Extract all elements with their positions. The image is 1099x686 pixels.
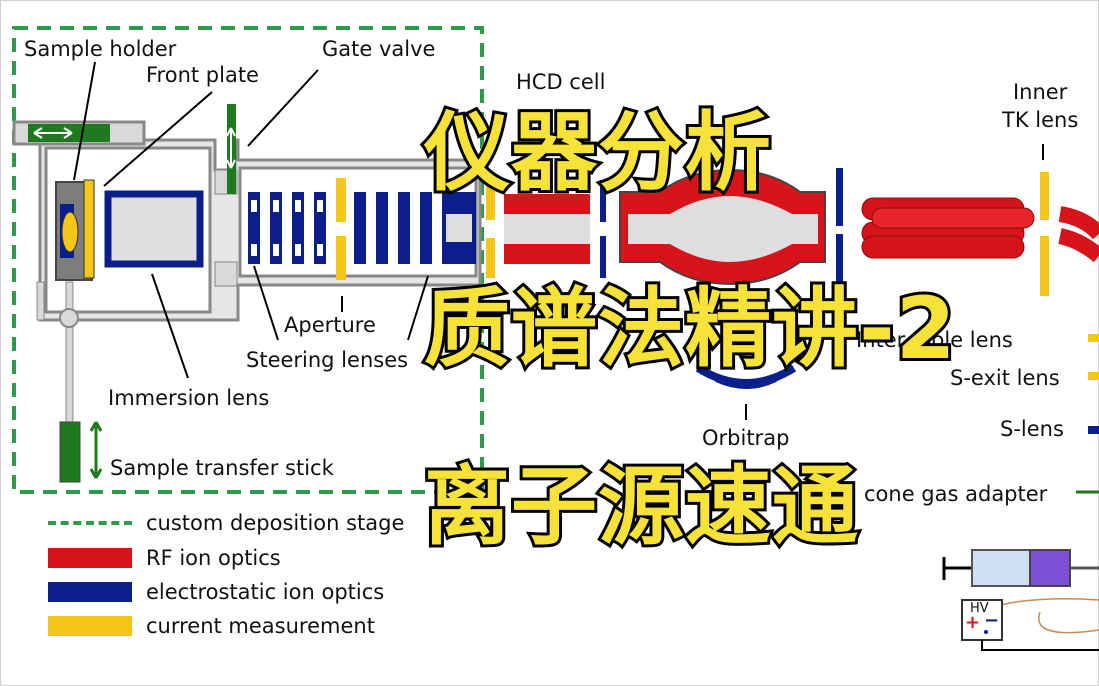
label-s-exit-lens: S-exit lens xyxy=(950,366,1060,390)
label-s-lens: S-lens xyxy=(1000,417,1064,441)
sample-disc xyxy=(61,211,79,253)
hv-plus-icon: + xyxy=(965,612,981,633)
holder-rod xyxy=(36,281,45,321)
overlay-title-line1: 仪器分析 xyxy=(421,100,774,206)
bent-rod-inner xyxy=(1058,228,1099,263)
label-steering-lenses: Steering lenses xyxy=(246,348,409,372)
orbitrap-electrode xyxy=(695,364,797,387)
hv-minus-icon: − xyxy=(984,610,1000,631)
updown-arrow-icon xyxy=(89,421,103,479)
legend-swatch-current xyxy=(48,616,132,636)
hcd-entrance-bottom xyxy=(486,238,495,278)
legend-swatch-rf xyxy=(48,548,132,568)
immersion-lens xyxy=(104,190,204,268)
label-immersion-lens: Immersion lens xyxy=(108,386,270,410)
label-gate-valve: Gate valve xyxy=(322,37,436,61)
vertical-arrow-icon xyxy=(226,127,236,169)
leader-lines xyxy=(73,61,1044,420)
orbitrap-inner xyxy=(715,378,777,389)
double-arrow-icon xyxy=(33,127,73,139)
gate-valve-housing-bottom xyxy=(214,261,238,287)
label-sample-transfer-stick: Sample transfer stick xyxy=(110,456,334,480)
hcd-rod-bottom xyxy=(504,244,590,264)
aperture-top xyxy=(336,178,346,222)
inner-tk-lens-bottom xyxy=(1040,236,1049,296)
hcd-gap xyxy=(504,214,590,244)
label-orbitrap: Orbitrap xyxy=(702,426,790,450)
legend-swatch-dashed xyxy=(48,521,132,525)
legend-item-deposition: custom deposition stage xyxy=(48,510,404,536)
overlay-title-line2: 质谱法精讲-2 xyxy=(421,276,959,382)
hcd-rod-top xyxy=(504,194,590,214)
hv-terminal xyxy=(984,630,988,634)
hv-wire xyxy=(981,640,1099,651)
multipole-rods xyxy=(861,197,1035,259)
overlay-title-line3: 离子源速通 xyxy=(421,454,861,560)
legend-label: custom deposition stage xyxy=(146,511,405,535)
inter-lens-marker xyxy=(1088,334,1099,342)
legend-item-rf: RF ion optics xyxy=(48,545,281,571)
label-cone-gas-adapter: cone gas adapter xyxy=(864,482,1048,506)
lens-blue-2 xyxy=(600,236,606,278)
legend-item-electrostatic: electrostatic ion optics xyxy=(48,579,384,605)
label-hv: HV xyxy=(970,601,989,616)
label-sample-holder: Sample holder xyxy=(24,37,177,61)
lens-blue-3 xyxy=(836,168,843,226)
bent-rod-outer xyxy=(1058,206,1099,240)
hv-supply xyxy=(961,599,1003,641)
hcd-entrance-top xyxy=(486,180,495,220)
label-inner-tk-lens: Inner TK lens xyxy=(1002,80,1079,132)
transfer-joint xyxy=(59,308,79,328)
syringe-icon xyxy=(942,549,1099,634)
label-hcd-cell: HCD cell xyxy=(516,70,606,94)
inner-tk-lens-top xyxy=(1040,172,1049,220)
label-aperture: Aperture xyxy=(284,313,376,337)
lens-blue-1 xyxy=(600,180,606,222)
steering-lenses xyxy=(248,192,476,264)
legend-label: RF ion optics xyxy=(146,546,281,570)
aperture-bottom xyxy=(336,236,346,280)
front-plate xyxy=(83,179,95,279)
legend-label: current measurement xyxy=(146,614,375,638)
label-inter-multipole-lens: Inter- pole lens xyxy=(856,328,1013,352)
legend-swatch-electrostatic xyxy=(48,582,132,602)
c-trap-bore xyxy=(628,196,818,262)
s-exit-marker xyxy=(1088,372,1099,380)
s-lens-marker xyxy=(1088,426,1099,434)
sample-transfer-stick xyxy=(59,421,81,483)
label-front-plate: Front plate xyxy=(146,63,259,87)
lens-blue-4 xyxy=(836,234,843,282)
legend-label: electrostatic ion optics xyxy=(146,580,385,604)
legend-item-current: current measurement xyxy=(48,613,375,639)
transfer-stick-rod xyxy=(65,281,74,423)
deposition-stage-box xyxy=(12,26,484,494)
